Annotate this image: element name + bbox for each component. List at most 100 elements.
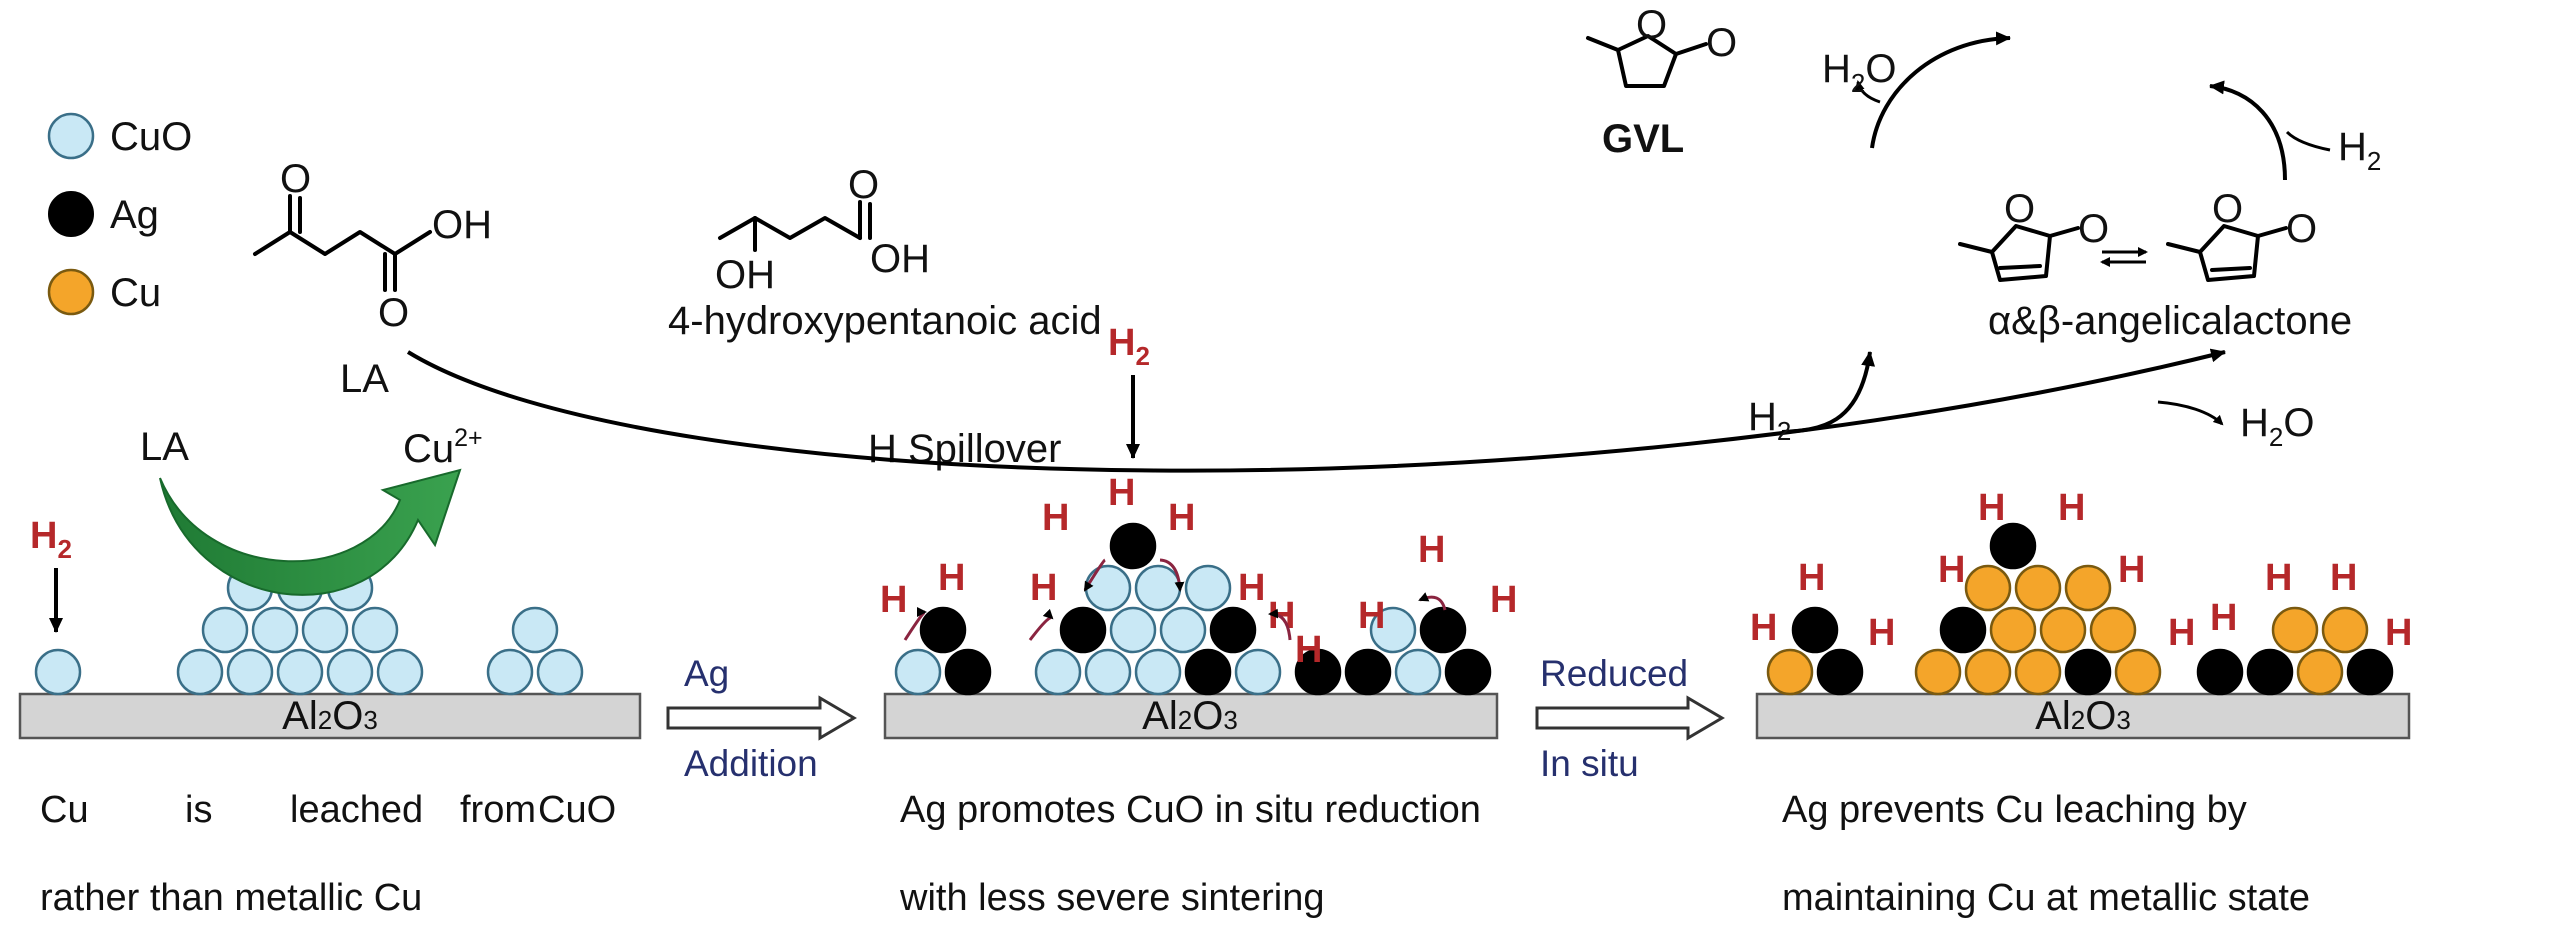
ag-particle xyxy=(1791,606,1839,654)
catalyst-particle xyxy=(1344,648,1392,696)
spillover-arrow xyxy=(1418,592,1447,611)
spillover-arrow xyxy=(1268,608,1292,641)
support-label-part: 3 xyxy=(363,705,377,735)
legend-cuo-label: CuO xyxy=(110,115,192,159)
ag-particle xyxy=(1989,522,2037,570)
scheme-angelica-label: α&β-angelicalactone xyxy=(1988,299,2352,343)
spillover-arrow xyxy=(1159,558,1185,592)
spillover-hydrogen: H xyxy=(1042,497,1069,539)
scheme-gvl-label: GVL xyxy=(1602,117,1684,161)
catalyst-particle xyxy=(1209,606,1257,654)
caption-3-line-1: Ag prevents Cu leaching by xyxy=(1782,789,2247,831)
gvl-ring-o: O xyxy=(1636,3,1667,47)
support-label-part: Al xyxy=(2035,694,2071,738)
legend-cu-label: Cu xyxy=(110,271,161,315)
h2o-release-lower xyxy=(2157,400,2224,426)
arrow-2-shape xyxy=(1535,695,1725,741)
catalyst-particle xyxy=(1766,648,1814,696)
arrow-1-shape xyxy=(666,695,857,741)
adsorbed-hydrogen: H xyxy=(2168,612,2195,654)
spillover-hydrogen: H xyxy=(1238,567,1265,609)
ag-particle xyxy=(1109,522,1157,570)
hpa-structure: OH O OH 4-hydroxypentanoic acid xyxy=(668,163,1102,343)
catalyst-particle xyxy=(1184,648,1232,696)
support-label-part: O xyxy=(2085,694,2116,738)
scheme-h2o-bottom-sub: 2 xyxy=(2269,422,2283,452)
catalyst-particle xyxy=(1964,648,2012,696)
support-label-part: Al xyxy=(282,694,318,738)
scheme-h2-bottom-sub: 2 xyxy=(1777,416,1791,446)
adsorbed-hydrogen: H xyxy=(2058,487,2085,529)
arrow-2-bottom-label: In situ xyxy=(1540,743,1639,784)
caption-1-word-4: from xyxy=(460,789,536,831)
catalyst-particle xyxy=(1159,606,1207,654)
caption-1-line-2: rather than metallic Cu xyxy=(40,877,422,919)
hpa-oh: OH xyxy=(715,253,775,297)
alpha-double xyxy=(1998,264,2042,270)
hpa-acid-oh: OH xyxy=(870,237,930,281)
support-label-part: O xyxy=(1192,694,1223,738)
angelica-to-gvl-arrow xyxy=(2209,80,2287,181)
spillover-hydrogen: H xyxy=(1295,629,1322,671)
cuo-particle xyxy=(376,648,424,696)
la-structure: O O OH LA xyxy=(253,157,492,401)
legend-cuo-swatch xyxy=(47,112,95,160)
catalyst-particle xyxy=(2196,648,2244,696)
panel-1-cu2plus: Cu2+ xyxy=(403,424,483,471)
support-3 xyxy=(1755,692,2411,740)
panel-1-cu2plus-sup: 2+ xyxy=(454,424,483,452)
catalyst-particle xyxy=(2246,648,2294,696)
h2-to-gvl-hook xyxy=(2285,130,2331,152)
scheme-h2o-top-sub: 2 xyxy=(1851,68,1865,98)
adsorbed-hydrogen: H xyxy=(1868,612,1895,654)
alpha-carbonyl-o: O xyxy=(2078,207,2109,251)
panel-2-h2-sub: 2 xyxy=(1135,341,1149,371)
panel-2-h2: H2 xyxy=(1108,322,1150,371)
support-label-part: Al xyxy=(1142,694,1178,738)
support-label-part: 3 xyxy=(2116,705,2130,735)
support-label-part: 3 xyxy=(1223,705,1237,735)
catalyst-particle xyxy=(1989,606,2037,654)
scheme-h2-right-sub: 2 xyxy=(2367,146,2381,176)
catalyst-particle xyxy=(2039,606,2087,654)
cuo-particle xyxy=(511,606,559,654)
legend: CuO Ag Cu xyxy=(47,112,192,316)
catalyst-particle xyxy=(1134,648,1182,696)
scheme-h2o-bottom: H2O xyxy=(2240,401,2314,452)
spillover-arrow xyxy=(1028,608,1054,641)
cuo-particle xyxy=(1184,564,1232,612)
spillover-hydrogen: H xyxy=(1030,567,1057,609)
cuo-particle xyxy=(1084,564,1132,612)
cuo-particle xyxy=(301,606,349,654)
scheme-hpa-label: 4-hydroxypentanoic acid xyxy=(668,299,1102,343)
catalyst-particle xyxy=(1234,648,1282,696)
alpha-methyl xyxy=(1958,242,1994,254)
caption-3-line-2: maintaining Cu at metallic state xyxy=(1782,877,2310,919)
panel-1-h2-sub: 2 xyxy=(57,534,71,564)
catalyst-particle xyxy=(2064,648,2112,696)
gvl-methyl xyxy=(1586,36,1620,52)
legend-ag-label: Ag xyxy=(110,193,159,237)
reaction-network: O O OH LA OH O OH 4-hydroxypentanoic aci… xyxy=(253,3,2381,473)
panel-1-caption: Cu is leached from CuO rather than metal… xyxy=(40,789,616,919)
scheme-h2o-top: H2O xyxy=(1822,47,1896,98)
cuo-particle xyxy=(226,648,274,696)
h2o-release-upper xyxy=(1854,80,1881,104)
legend-ag-swatch xyxy=(48,191,94,237)
scheme-h2-bottom: H2 xyxy=(1748,395,1791,446)
scheme-h2o-bottom-o: O xyxy=(2283,401,2314,445)
arrow-2-top-label: Reduced xyxy=(1540,653,1688,694)
cuo-particle xyxy=(894,648,942,696)
catalyst-particle xyxy=(1034,648,1082,696)
angelica-structure: O O O O α&β-angelicalactone xyxy=(1958,187,2352,343)
cuo-particle xyxy=(201,606,249,654)
catalyst-particle xyxy=(2296,648,2344,696)
support-label-part: 2 xyxy=(1178,705,1192,735)
cuo-particle xyxy=(326,648,374,696)
catalyst-particle xyxy=(1294,648,1342,696)
catalyst-particle xyxy=(1369,606,1417,654)
la-ketone-o: O xyxy=(280,157,311,201)
